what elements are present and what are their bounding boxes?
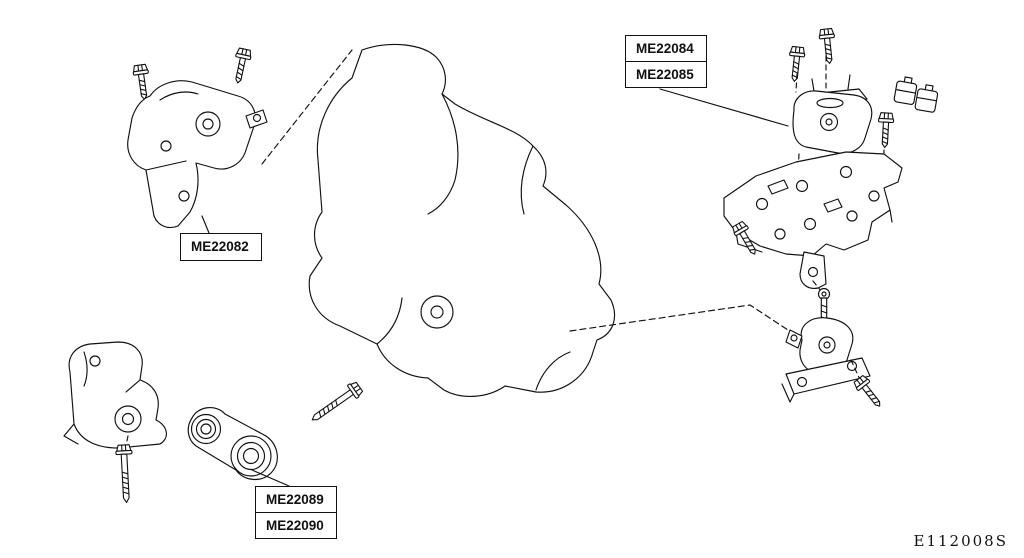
upper-mount-insulator [786, 27, 873, 154]
mount-bolt-icon [131, 63, 153, 101]
engine-mounting-bracket [723, 151, 903, 289]
callout-right-mount: ME22084 ME22085 [625, 35, 707, 89]
harness-clips [893, 76, 939, 113]
mount-bolt-icon [229, 47, 253, 86]
leader-line-me22082 [201, 215, 210, 234]
engine-block-outline [308, 43, 616, 397]
mount-bolt-icon [818, 27, 838, 65]
torque-rod [187, 379, 365, 480]
front-engine-mount [127, 47, 268, 229]
part-label-me22090[interactable]: ME22090 [255, 511, 337, 540]
leader-line-me22084 [659, 88, 789, 127]
bracket-bolt-icon [114, 444, 136, 504]
torque-rod-bolt-icon [307, 379, 365, 427]
callout-torque-rod: ME22089 ME22090 [255, 486, 337, 540]
part-label-me22089[interactable]: ME22089 [255, 486, 337, 514]
part-label-me22085[interactable]: ME22085 [625, 60, 707, 89]
lower-left-bracket [63, 341, 167, 504]
mount-bolt-icon [851, 373, 887, 412]
callout-left-mount: ME22082 [180, 233, 262, 261]
alignment-line-rear-mount [569, 304, 789, 332]
part-label-me22084[interactable]: ME22084 [625, 35, 707, 63]
part-label-me22082[interactable]: ME22082 [180, 233, 262, 261]
bracket-bolt-icon [876, 112, 895, 149]
figure-code: E112008S [913, 532, 1008, 550]
alignment-line-front-mount [261, 49, 353, 165]
mount-bolt-icon [786, 45, 806, 83]
leader-line-me22089 [251, 469, 290, 487]
rear-engine-mount [781, 317, 887, 412]
